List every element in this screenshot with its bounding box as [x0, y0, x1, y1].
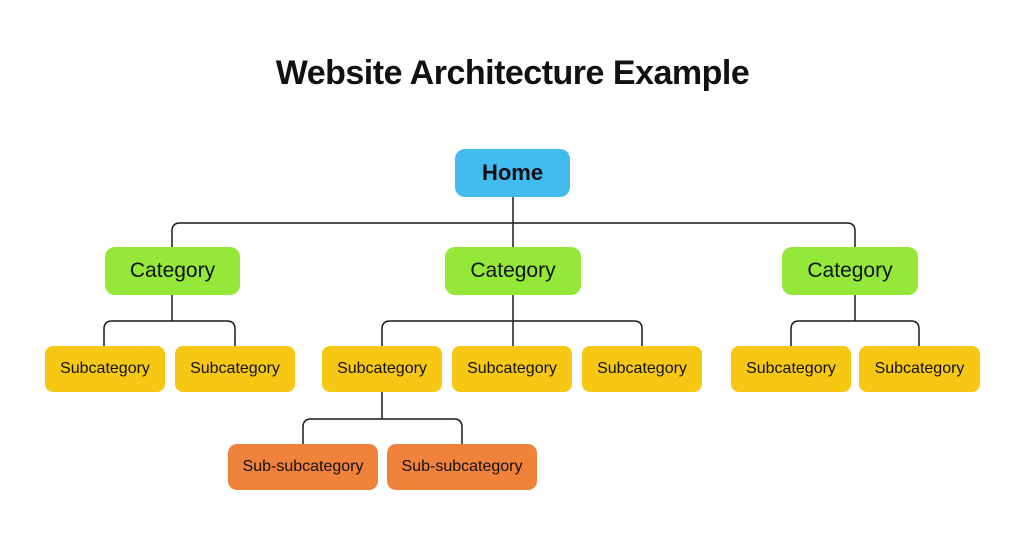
node-sub-subcategory-2: Sub-subcategory: [387, 444, 537, 490]
diagram-title: Website Architecture Example: [275, 54, 750, 92]
node-category-3: Category: [782, 247, 918, 295]
node-subcategory-2-3: Subcategory: [582, 346, 702, 392]
node-category-1: Category: [105, 247, 240, 295]
connector-category1-rail: [103, 320, 236, 346]
connector-category3-rail: [790, 320, 920, 346]
node-subcategory-1-2: Subcategory: [175, 346, 295, 392]
node-sub-subcategory-1: Sub-subcategory: [228, 444, 378, 490]
node-subcategory-2-2: Subcategory: [452, 346, 572, 392]
node-subcategory-1-1: Subcategory: [45, 346, 165, 392]
node-category-2: Category: [445, 247, 581, 295]
connector-subcategory21-rail: [302, 418, 463, 444]
connector-level1-rail: [171, 222, 856, 247]
node-home: Home: [455, 149, 570, 197]
node-subcategory-3-2: Subcategory: [859, 346, 980, 392]
node-subcategory-2-1: Subcategory: [322, 346, 442, 392]
node-subcategory-3-1: Subcategory: [731, 346, 851, 392]
connector-category2-rail: [381, 320, 643, 346]
